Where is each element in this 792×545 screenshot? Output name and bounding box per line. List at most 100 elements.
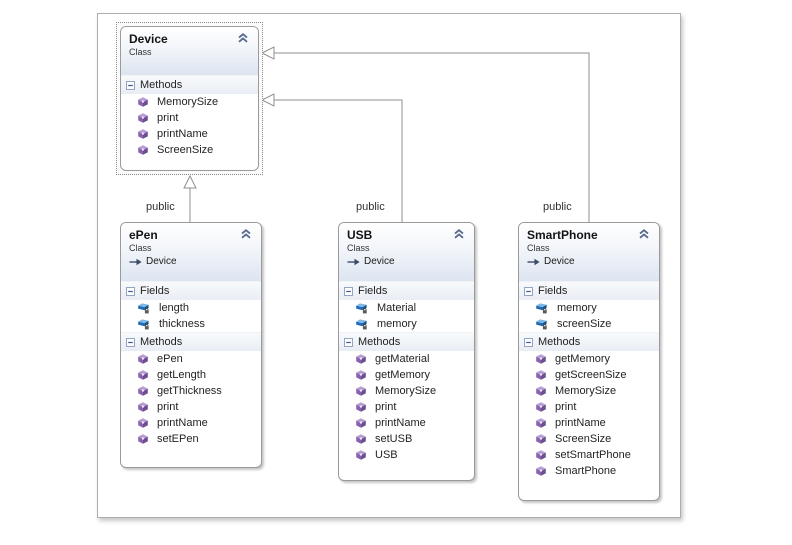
field-item[interactable]: length: [121, 300, 261, 316]
class-name: Device: [129, 32, 168, 46]
collapse-chevron-icon[interactable]: [637, 228, 651, 240]
section-header-fields: Fields: [339, 281, 474, 300]
method-icon: [356, 386, 366, 396]
member-label: memory: [557, 302, 597, 314]
field-item[interactable]: memory: [339, 316, 474, 332]
field-item[interactable]: screenSize: [519, 316, 659, 332]
method-item[interactable]: ScreenSize: [121, 142, 258, 158]
method-icon: [138, 370, 148, 380]
member-label: setEPen: [157, 433, 199, 445]
method-item[interactable]: SmartPhone: [519, 463, 659, 479]
method-item[interactable]: printName: [339, 415, 474, 431]
class-kind: Class: [129, 243, 152, 253]
section-label: Methods: [140, 336, 183, 348]
minus-box-icon[interactable]: [344, 338, 353, 347]
member-label: length: [159, 302, 189, 314]
base-class-name: Device: [544, 256, 575, 267]
method-item[interactable]: getMemory: [519, 351, 659, 367]
base-class-row: Device: [347, 256, 466, 268]
method-item[interactable]: MemorySize: [519, 383, 659, 399]
method-icon: [356, 402, 366, 412]
class-box-epen[interactable]: ePen Class Device Fields length thicknes…: [120, 222, 262, 468]
base-class-name: Device: [364, 256, 395, 267]
section-label: Methods: [538, 336, 581, 348]
member-label: Material: [377, 302, 417, 314]
connector-label-public-smartphone: public: [543, 201, 572, 213]
method-item[interactable]: print: [519, 399, 659, 415]
method-item[interactable]: setSmartPhone: [519, 447, 659, 463]
method-item[interactable]: print: [121, 110, 258, 126]
method-icon: [536, 466, 546, 476]
field-icon: [536, 319, 548, 330]
method-icon: [138, 354, 148, 364]
member-label: print: [555, 401, 577, 413]
method-item[interactable]: getMaterial: [339, 351, 474, 367]
collapse-chevron-icon[interactable]: [239, 228, 253, 240]
collapse-chevron-icon[interactable]: [452, 228, 466, 240]
member-label: memory: [377, 318, 417, 330]
member-label: thickness: [159, 318, 205, 330]
method-icon: [356, 354, 366, 364]
minus-box-icon[interactable]: [126, 338, 135, 347]
member-label: print: [157, 112, 179, 124]
field-item[interactable]: Material: [339, 300, 474, 316]
collapse-chevron-icon[interactable]: [236, 32, 250, 44]
method-item[interactable]: print: [121, 399, 261, 415]
member-label: setSmartPhone: [555, 449, 631, 461]
method-icon: [536, 418, 546, 428]
field-item[interactable]: thickness: [121, 316, 261, 332]
class-box-usb[interactable]: USB Class Device Fields Material memory …: [338, 222, 475, 481]
method-item[interactable]: getThickness: [121, 383, 261, 399]
minus-box-icon[interactable]: [524, 338, 533, 347]
section-header-methods: Methods: [121, 75, 258, 94]
section-label: Methods: [358, 336, 401, 348]
section-header-methods: Methods: [121, 332, 261, 351]
method-item[interactable]: setEPen: [121, 431, 261, 447]
method-icon: [138, 418, 148, 428]
method-icon: [356, 450, 366, 460]
field-item[interactable]: memory: [519, 300, 659, 316]
section-label: Methods: [140, 79, 183, 91]
member-label: ScreenSize: [157, 144, 214, 156]
method-item[interactable]: ScreenSize: [519, 431, 659, 447]
method-icon: [536, 402, 546, 412]
minus-box-icon[interactable]: [344, 287, 353, 296]
method-item[interactable]: getLength: [121, 367, 261, 383]
member-label: getThickness: [157, 385, 222, 397]
class-box-device[interactable]: Device Class Methods MemorySize print pr…: [120, 26, 259, 171]
minus-box-icon[interactable]: [524, 287, 533, 296]
base-class-row: Device: [527, 256, 651, 268]
class-name: USB: [347, 228, 373, 242]
class-kind: Class: [527, 243, 550, 253]
method-icon: [356, 434, 366, 444]
method-item[interactable]: setUSB: [339, 431, 474, 447]
minus-box-icon[interactable]: [126, 81, 135, 90]
minus-box-icon[interactable]: [126, 287, 135, 296]
method-icon: [138, 402, 148, 412]
member-label: SmartPhone: [555, 465, 617, 477]
method-item[interactable]: getMemory: [339, 367, 474, 383]
method-item[interactable]: printName: [121, 415, 261, 431]
method-item[interactable]: printName: [519, 415, 659, 431]
method-item[interactable]: ePen: [121, 351, 261, 367]
method-item[interactable]: getScreenSize: [519, 367, 659, 383]
method-icon: [138, 386, 148, 396]
class-header-usb: USB Class Device: [339, 223, 474, 281]
inheritance-arrow-icon: [527, 258, 540, 266]
method-item[interactable]: printName: [121, 126, 258, 142]
method-icon: [356, 418, 366, 428]
method-icon: [138, 145, 148, 155]
member-label: screenSize: [557, 318, 612, 330]
method-item[interactable]: MemorySize: [339, 383, 474, 399]
method-icon: [536, 450, 546, 460]
method-icon: [138, 113, 148, 123]
base-class-row: Device: [129, 256, 253, 268]
member-label: ePen: [157, 353, 183, 365]
class-box-smartphone[interactable]: SmartPhone Class Device Fields memory sc…: [518, 222, 660, 501]
method-item[interactable]: print: [339, 399, 474, 415]
section-label: Fields: [358, 285, 388, 297]
member-label: MemorySize: [157, 96, 219, 108]
method-item[interactable]: USB: [339, 447, 474, 463]
method-item[interactable]: MemorySize: [121, 94, 258, 110]
member-label: getMemory: [375, 369, 431, 381]
